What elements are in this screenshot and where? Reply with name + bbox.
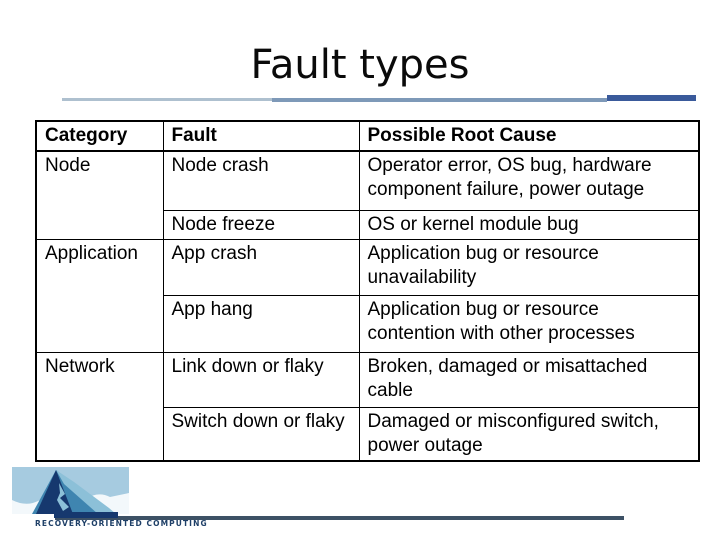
- cause-cell: Damaged or misconfigured switch, power o…: [358, 406, 700, 461]
- category-cell-network: Network: [35, 351, 164, 461]
- table-header-row: Category Fault Possible Root Cause: [35, 120, 700, 152]
- cause-cell: Broken, damaged or misattached cable: [358, 351, 700, 408]
- fault-cell: Node freeze: [162, 209, 360, 240]
- fault-cell: Switch down or flaky: [162, 406, 360, 461]
- mountain-logo-icon: [12, 467, 129, 518]
- slide-title: Fault types: [250, 42, 470, 88]
- category-cell-node: Node: [35, 150, 164, 240]
- table-row: Node freeze OS or kernel module bug: [36, 209, 700, 240]
- logo-caption: RECOVERY-ORIENTED COMPUTING: [35, 519, 208, 528]
- title-underline-dark: [607, 95, 696, 101]
- cause-cell: Application bug or resource contention w…: [358, 294, 700, 353]
- fault-cell: App crash: [162, 238, 360, 296]
- table-row: Switch down or flaky Damaged or misconfi…: [36, 406, 700, 461]
- cause-cell: Application bug or resource unavailabili…: [358, 238, 700, 296]
- col-header-fault: Fault: [162, 120, 360, 152]
- footer-divider-line: [55, 516, 624, 520]
- roc-logo: [12, 467, 129, 523]
- fault-cell: Node crash: [162, 150, 360, 211]
- category-cell-application: Application: [35, 238, 164, 353]
- fault-types-table: Category Fault Possible Root Cause Node …: [35, 120, 700, 462]
- table-row: Network Link down or flaky Broken, damag…: [35, 351, 700, 461]
- title-underline-mid: [272, 98, 607, 102]
- title-underline-light: [62, 98, 272, 101]
- table-row: Application App crash Application bug or…: [35, 238, 700, 353]
- cause-cell: OS or kernel module bug: [358, 209, 700, 240]
- col-header-category: Category: [35, 120, 164, 152]
- table-row: Node Node crash Operator error, OS bug, …: [35, 150, 700, 240]
- fault-cell: Link down or flaky: [162, 351, 360, 408]
- fault-cell: App hang: [162, 294, 360, 353]
- table-row: App hang Application bug or resource con…: [36, 294, 700, 353]
- cause-cell: Operator error, OS bug, hardware compone…: [358, 150, 700, 211]
- col-header-cause: Possible Root Cause: [358, 120, 700, 152]
